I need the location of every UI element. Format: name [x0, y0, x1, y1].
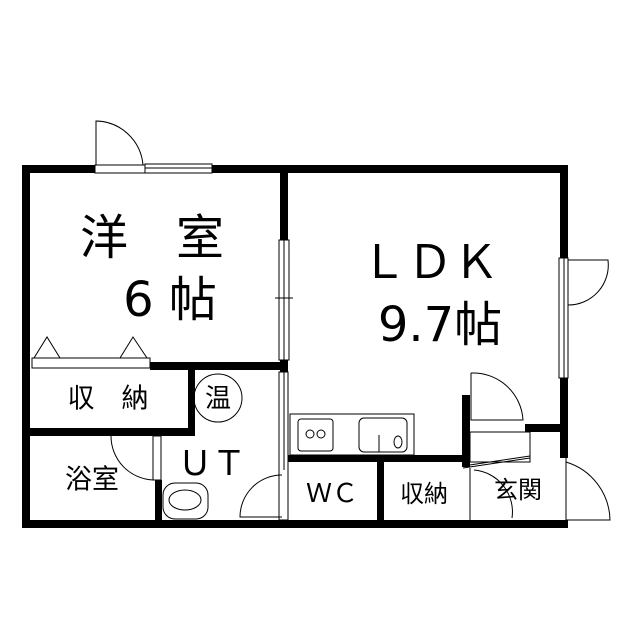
washbasin [162, 482, 209, 520]
wall [22, 165, 95, 173]
closet-door [31, 357, 151, 369]
door-swing [95, 120, 144, 166]
room-name-closet-right: 収納 [400, 480, 448, 508]
wall [22, 428, 195, 436]
wall [188, 370, 195, 436]
wall [377, 455, 384, 525]
water-heater-symbol [193, 373, 243, 423]
wall [560, 378, 568, 458]
wall [22, 520, 568, 528]
wall [22, 165, 30, 528]
wall [150, 362, 288, 370]
door-frame [94, 164, 146, 174]
room-name-bathroom: 浴室 [65, 464, 119, 496]
room-size-western: 6 帖 [123, 272, 217, 328]
room-name-closet-left: 収 納 [67, 383, 149, 415]
sink-icon [358, 417, 408, 453]
stove-icon [297, 418, 334, 452]
kitchen-counter [289, 413, 415, 456]
room-name-utility: ＵＴ [178, 444, 246, 484]
fixtures [31, 120, 611, 525]
wall [212, 165, 568, 173]
wall [155, 480, 162, 525]
wall [560, 165, 568, 258]
wall [288, 455, 462, 462]
room-size-ldk: 9.7帖 [377, 297, 503, 353]
room-name-toilet: ＷＣ [305, 479, 359, 509]
walls [22, 165, 568, 528]
wall [280, 165, 288, 240]
water-heater-label: 温 [204, 384, 232, 414]
room-name-ldk: ＬＤＫ [361, 235, 499, 289]
wall [462, 395, 470, 467]
wall [525, 424, 565, 432]
room-name-entrance: 玄関 [494, 476, 542, 504]
room-name-western: 洋 室 [79, 210, 225, 266]
